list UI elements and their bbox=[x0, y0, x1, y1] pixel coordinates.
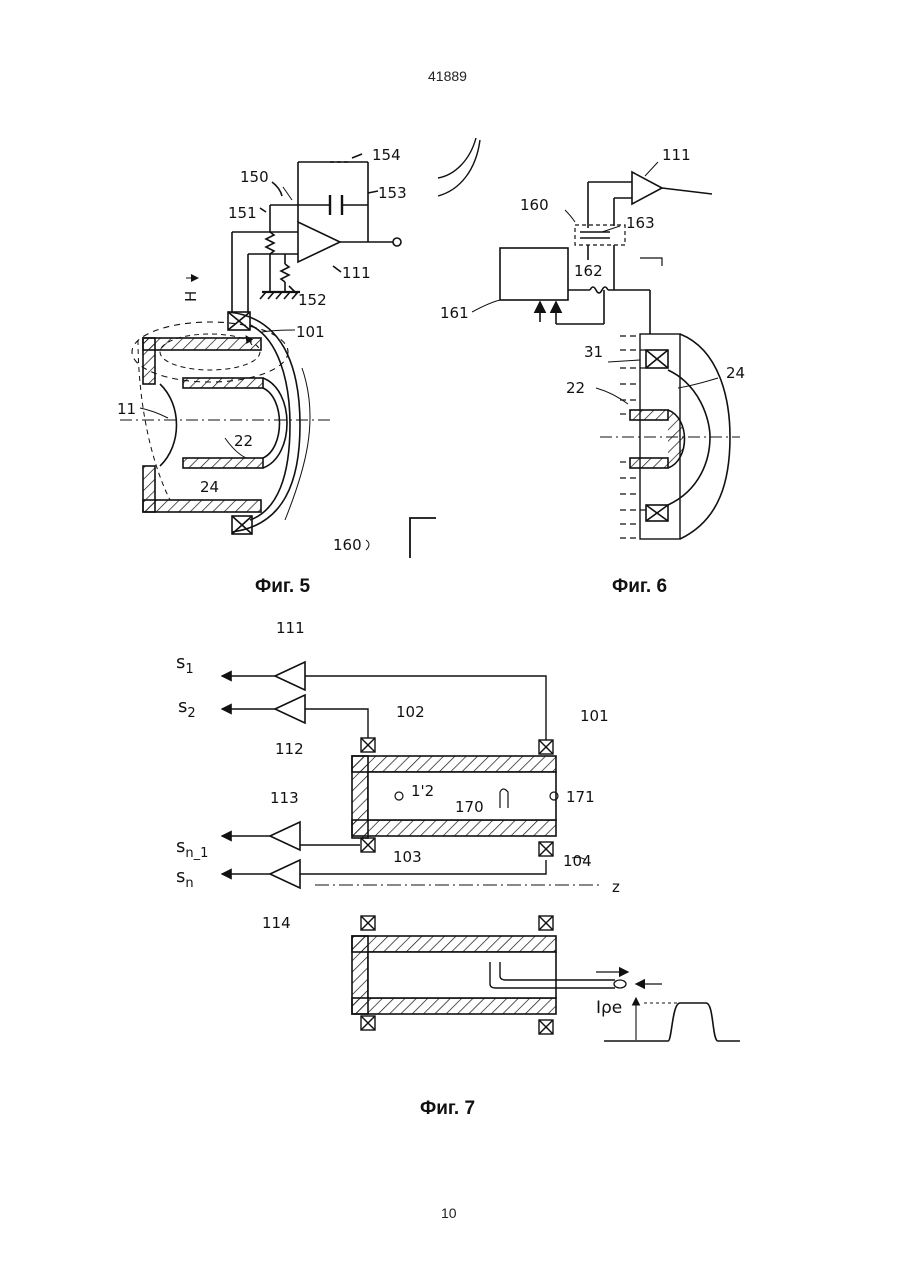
fig5-tube-inner-top bbox=[183, 378, 263, 388]
fig6-label-31: 31 bbox=[584, 343, 603, 361]
signal-s1: s1 bbox=[176, 652, 194, 677]
fig6-label-161: 161 bbox=[440, 304, 469, 322]
label-101: 101 bbox=[296, 323, 325, 341]
fig6-block-161 bbox=[500, 248, 568, 300]
fig5-bracket-160 bbox=[410, 518, 436, 558]
label-24: 24 bbox=[200, 478, 219, 496]
fig7-amplifier-114 bbox=[270, 860, 300, 888]
fig5-tube-bottom bbox=[143, 500, 261, 512]
fig6-label-111: 111 bbox=[662, 146, 691, 164]
fig6-label-163: 163 bbox=[626, 214, 655, 232]
fig7-amplifier-113 bbox=[270, 822, 300, 850]
fig6-inner-tube-top bbox=[630, 410, 668, 420]
label-22: 22 bbox=[234, 432, 253, 450]
fig6-label-160: 160 bbox=[520, 196, 549, 214]
fig6-label-24: 24 bbox=[726, 364, 745, 382]
fig7-label-ipe: Iρe bbox=[596, 998, 622, 1018]
fig7-label-171: 171 bbox=[566, 788, 595, 806]
fig7-label-101: 101 bbox=[580, 707, 609, 725]
label-H: H bbox=[182, 291, 200, 302]
fig7-label-104: 104 bbox=[563, 852, 592, 870]
fig7-pulse-plot bbox=[604, 998, 740, 1041]
label-153: 153 bbox=[378, 184, 407, 202]
figure-6 bbox=[472, 162, 740, 539]
fig5-tube-top bbox=[143, 338, 261, 350]
fig6-resistor-162 bbox=[590, 287, 608, 293]
fig5-output-terminal bbox=[393, 238, 401, 246]
label-151: 151 bbox=[228, 204, 257, 222]
fig5-lens-fragment bbox=[438, 138, 480, 196]
fig5-resistor-151 bbox=[266, 232, 274, 254]
fig7-lower-electrode bbox=[352, 936, 556, 1014]
fig7-signal-labels: s1 s2 sn_1 sn bbox=[176, 652, 208, 891]
fig7-amplifier-111 bbox=[275, 662, 305, 690]
figure-5 bbox=[120, 138, 480, 558]
fig7-label-103: 103 bbox=[393, 848, 422, 866]
fig5-amplifier-111 bbox=[298, 222, 340, 262]
signal-s2: s2 bbox=[178, 696, 196, 721]
signal-sn-1: sn_1 bbox=[176, 836, 208, 861]
fig7-label-172: 1'2 bbox=[411, 782, 434, 800]
label-150: 150 bbox=[240, 168, 269, 186]
fig6-label-22: 22 bbox=[566, 379, 585, 397]
fig5-aperture-11 bbox=[160, 384, 177, 466]
fig7-amplifiers bbox=[270, 662, 305, 888]
fig6-amplifier-111 bbox=[632, 172, 662, 204]
fig7-label-111: 111 bbox=[276, 619, 305, 637]
fig5-electrode-structure bbox=[120, 312, 330, 534]
fig5-inner-cap bbox=[263, 378, 287, 468]
label-160: 160 bbox=[333, 536, 362, 554]
fig5-resistor-152 bbox=[281, 264, 289, 282]
fig6-inner-tube-bottom bbox=[630, 458, 668, 468]
label-152: 152 bbox=[298, 291, 327, 309]
fig7-label-z: z bbox=[612, 878, 620, 896]
label-11: 11 bbox=[117, 400, 136, 418]
fig6-label-162: 162 bbox=[574, 262, 603, 280]
figure-7 bbox=[222, 662, 740, 1041]
fig7-label-114: 114 bbox=[262, 914, 291, 932]
fig7-amplifier-112 bbox=[275, 695, 305, 723]
fig5-leader-lines bbox=[140, 187, 369, 550]
fig7-label-170: 170 bbox=[455, 798, 484, 816]
fig5-tube-inner-bottom bbox=[183, 458, 263, 468]
fig6-dashed-capacitor-163 bbox=[575, 225, 625, 245]
signal-sn: sn bbox=[176, 866, 194, 891]
label-154: 154 bbox=[372, 146, 401, 164]
fig6-inner-cap bbox=[668, 410, 685, 468]
fig7-upper-electrode bbox=[352, 756, 556, 838]
fig7-label-113: 113 bbox=[270, 789, 299, 807]
fig7-label-102: 102 bbox=[396, 703, 425, 721]
fig7-output-arrows bbox=[222, 676, 275, 874]
label-111: 111 bbox=[342, 264, 371, 282]
figure-6-labels: 111 160 163 162 161 31 24 22 bbox=[440, 146, 745, 397]
fig7-label-112: 112 bbox=[275, 740, 304, 758]
